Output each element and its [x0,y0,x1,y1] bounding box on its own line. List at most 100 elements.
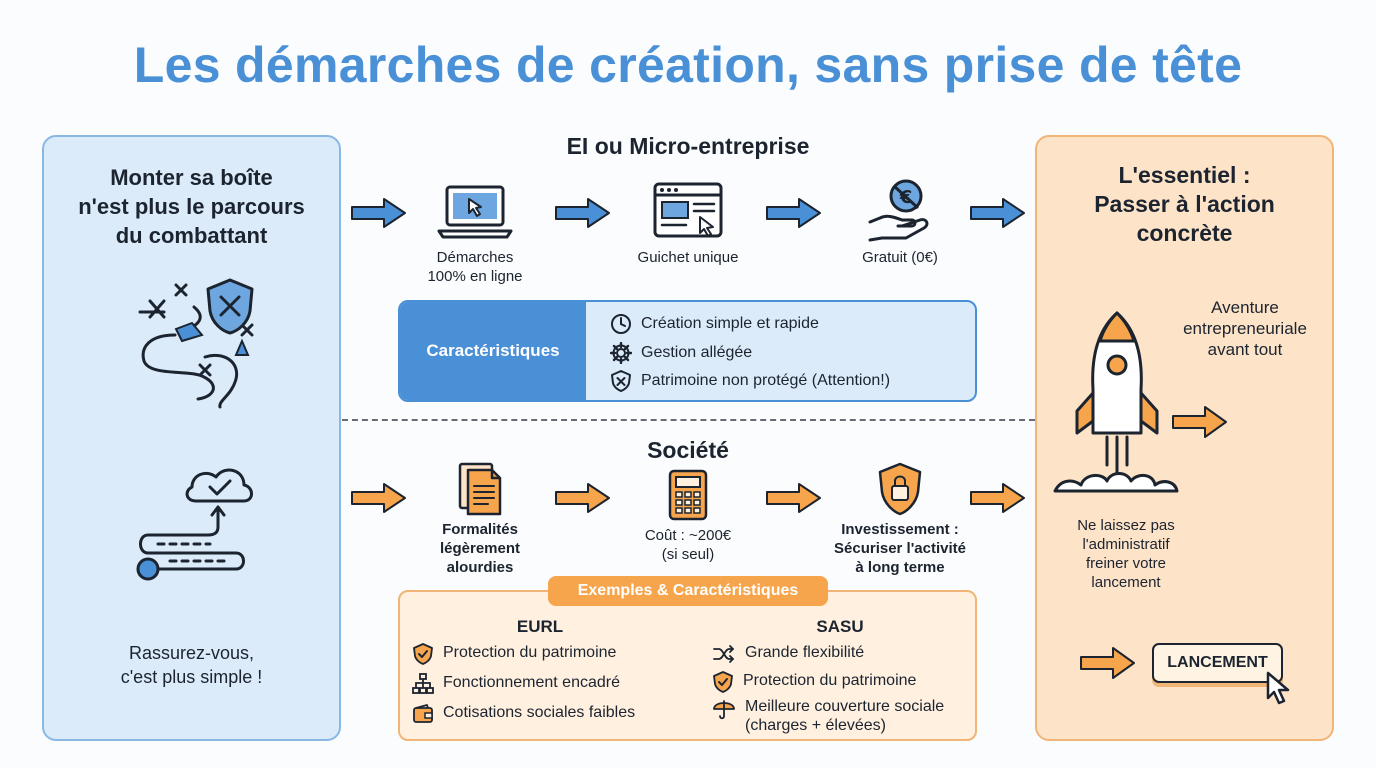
sasu-title: SASU [816,617,864,636]
sasu-item-line: (charges + élevées) [745,717,886,734]
right-note-line: freiner votre [1085,555,1167,572]
shield-check-icon [713,671,733,693]
characteristic-text: Patrimoine non protégé (Attention!) [641,372,891,389]
umbrella-icon [713,700,735,720]
step-label-line: (si seul) [661,546,715,563]
left-title-line: du combattant [115,223,268,248]
left-panel-title: Monter sa boîte n'est plus le parcours d… [44,163,339,250]
societe-step-label: Investissement : Sécuriser l'activité à … [815,520,985,577]
left-footer-line: c'est plus simple ! [120,667,263,687]
right-sub-line: avant tout [1207,340,1283,359]
micro-step-label: Démarches 100% en ligne [400,248,550,286]
right-sub-line: entrepreneuriale [1183,319,1307,338]
characteristic-text: Gestion allégée [641,344,753,361]
micro-section-title: EI ou Micro-entreprise [566,133,810,159]
shield-check-icon [413,643,433,665]
page-title: Les démarches de création, sans prise de… [133,37,1243,93]
sasu-item: Grande flexibilité [712,643,864,665]
arrow-right-icon [351,483,406,513]
arrow-right-icon [555,198,610,228]
right-title-line: Passer à l'action [1094,191,1275,217]
characteristic-text: Création simple et rapide [641,315,819,332]
hand-euro-icon: € [868,179,929,242]
gear-icon [610,342,632,364]
winding-path-icon [138,283,254,409]
micro-step-label: Gratuit (0€) [825,248,975,267]
examples-badge: Exemples & Caractéristiques [548,576,828,606]
right-panel-title: L'essentiel : Passer à l'action concrète [1037,161,1332,248]
wallet-icon [413,704,433,723]
left-title-line: Monter sa boîte [110,165,273,190]
eurl-item: Protection du patrimoine [412,643,616,665]
step-label-line: Coût : ~200€ [644,527,732,544]
eurl-item: Cotisations sociales faibles [412,703,635,725]
right-note-line: Ne laissez pas [1077,517,1175,534]
arrow-right-icon [766,483,821,513]
left-panel-footer: Rassurez-vous, c'est plus simple ! [44,641,339,689]
cursor-icon [1266,671,1290,705]
left-panel: Monter sa boîte n'est plus le parcours d… [42,135,341,741]
shield-x-icon [611,370,631,392]
right-title-line: L'essentiel : [1118,162,1251,188]
sasu-item-line: Meilleure couverture sociale [745,698,945,715]
right-note-line: lancement [1091,574,1161,591]
sasu-item: Protection du patrimoine [712,671,916,693]
characteristics-box: Caractéristiques Création simple et rapi… [398,300,977,402]
eurl-title: EURL [516,617,564,636]
org-chart-icon [412,673,434,694]
step-label-line: légèrement [439,540,521,557]
left-footer-line: Rassurez-vous, [128,643,255,663]
right-panel-note: Ne laissez pas l'administratif freiner v… [1051,516,1201,592]
sasu-item-text: Meilleure couverture sociale (charges + … [745,697,944,735]
step-label-line: Formalités [442,521,518,538]
shield-x-icon [206,278,254,335]
eurl-item-text: Cotisations sociales faibles [443,704,636,721]
societe-section-title: Société [647,437,729,463]
shuffle-icon [713,645,734,663]
rocket-icon [1053,311,1179,493]
eurl-item: Fonctionnement encadré [412,673,620,695]
eurl-item-text: Fonctionnement encadré [443,674,620,691]
right-panel: L'essentiel : Passer à l'action concrète… [1035,135,1334,741]
characteristic-item: Patrimoine non protégé (Attention!) [610,370,890,392]
right-note-line: l'administratif [1082,536,1170,553]
examples-box: EURL SASU Protection du patrimoine Fonct… [398,590,977,741]
right-title-line: concrète [1136,220,1233,246]
arrow-right-icon [351,198,406,228]
step-label-line: Démarches [436,249,514,266]
right-panel-subtitle: Aventure entrepreneuriale avant tout [1165,297,1325,360]
section-divider [342,419,1035,421]
cloud-progress-icon [136,468,253,581]
arrow-right-icon [970,198,1025,228]
arrow-right-icon [555,483,610,513]
eurl-item-text: Protection du patrimoine [443,644,617,661]
step-label-line: alourdies [446,559,514,576]
step-label-line: Investissement : [841,521,959,538]
arrow-right-icon [970,483,1025,513]
sasu-item-text: Protection du patrimoine [743,672,917,689]
calculator-icon [668,469,708,521]
arrow-right-icon [1172,406,1227,438]
societe-step-label: Formalités légèrement alourdies [405,520,555,577]
step-label-line: 100% en ligne [427,268,523,285]
societe-step-label: Coût : ~200€ (si seul) [613,526,763,564]
step-label-line: Gratuit (0€) [862,249,938,266]
arrow-right-icon [1080,647,1135,679]
left-title-line: n'est plus le parcours [78,194,305,219]
right-sub-line: Aventure [1211,298,1279,317]
characteristics-heading: Caractéristiques [400,302,586,400]
documents-icon [458,462,502,516]
sasu-item: Meilleure couverture sociale (charges + … [712,697,944,735]
characteristic-item: Gestion allégée [610,342,752,364]
arrow-right-icon [766,198,821,228]
launch-button[interactable]: LANCEMENT [1152,643,1283,683]
step-label-line: Guichet unique [637,249,739,266]
clock-icon [611,314,631,334]
step-label-line: à long terme [855,559,945,576]
step-label-line: Sécuriser l'activité [834,540,966,557]
laptop-icon [437,185,513,239]
browser-window-icon [653,182,723,238]
characteristic-item: Création simple et rapide [610,313,819,335]
micro-step-label: Guichet unique [613,248,763,267]
shield-lock-icon [878,462,922,516]
